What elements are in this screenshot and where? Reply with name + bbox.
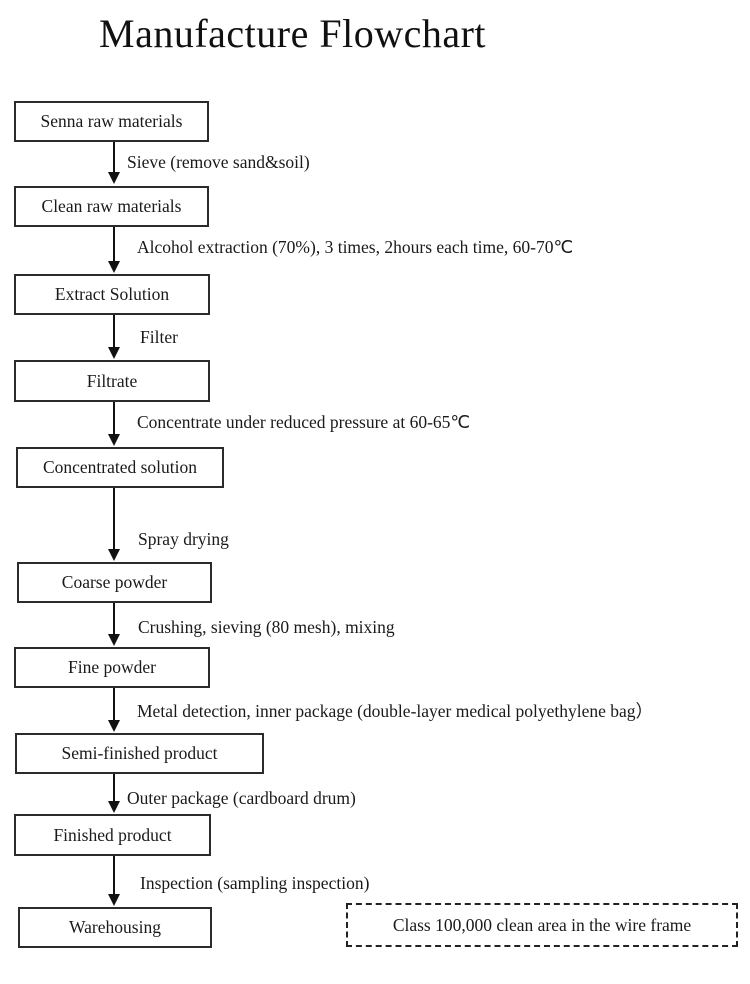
flow-box-fine-powder: Fine powder (14, 647, 210, 688)
arrow-label-crushing-sieving: Crushing, sieving (80 mesh), mixing (138, 617, 395, 637)
flow-arrow-down-icon (113, 856, 115, 894)
flow-arrow-down-icon (113, 488, 115, 549)
flow-box-finished-product: Finished product (14, 814, 211, 856)
arrow-label-alcohol-extraction: Alcohol extraction (70%), 3 times, 2hour… (137, 237, 574, 257)
flow-box-coarse-powder: Coarse powder (17, 562, 212, 603)
flow-box-clean-raw-materials: Clean raw materials (14, 186, 209, 227)
arrow-label-concentrate: Concentrate under reduced pressure at 60… (137, 412, 471, 432)
arrow-label-outer-package: Outer package (cardboard drum) (127, 788, 356, 808)
arrow-label-spray-drying: Spray drying (138, 529, 229, 549)
flow-arrow-down-icon (113, 603, 115, 634)
flow-arrow-down-icon (113, 774, 115, 801)
flow-arrow-down-icon (113, 402, 115, 434)
flow-box-senna-raw-materials: Senna raw materials (14, 101, 209, 142)
flow-box-warehousing: Warehousing (18, 907, 212, 948)
flow-box-semi-finished-product: Semi-finished product (15, 733, 264, 774)
flow-box-filtrate: Filtrate (14, 360, 210, 402)
flow-arrow-down-icon (113, 315, 115, 347)
flow-box-extract-solution: Extract Solution (14, 274, 210, 315)
flow-box-concentrated-solution: Concentrated solution (16, 447, 224, 488)
flow-arrow-down-icon (113, 227, 115, 261)
arrow-label-filter: Filter (140, 327, 178, 347)
clean-area-note: Class 100,000 clean area in the wire fra… (346, 903, 738, 947)
page-title: Manufacture Flowchart (99, 11, 487, 56)
flow-arrow-down-icon (113, 688, 115, 720)
arrow-label-inspection: Inspection (sampling inspection) (140, 873, 370, 893)
arrow-label-metal-detection: Metal detection, inner package (double-l… (137, 701, 654, 721)
arrow-label-sieve: Sieve (remove sand&soil) (127, 152, 310, 172)
flow-arrow-down-icon (113, 142, 115, 172)
